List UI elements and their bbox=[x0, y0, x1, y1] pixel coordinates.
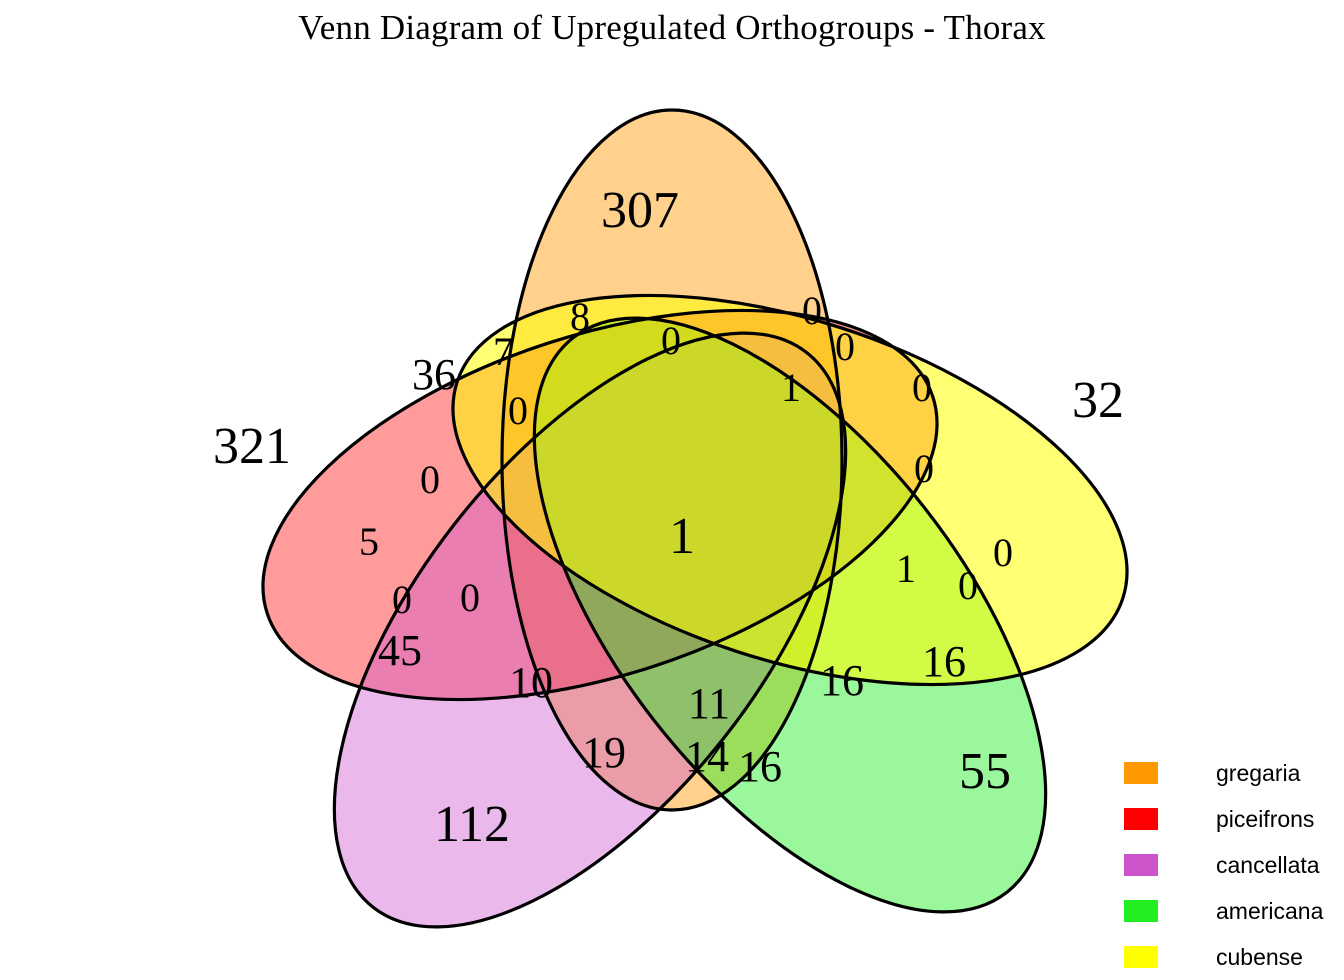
venn-region-count: 0 bbox=[420, 457, 440, 502]
venn-region-count: 0 bbox=[508, 388, 528, 433]
legend-item-gregaria[interactable]: gregaria bbox=[1124, 750, 1344, 796]
venn-region-count: 1 bbox=[669, 508, 695, 565]
venn-region-count: 11 bbox=[688, 679, 730, 728]
page-title: Venn Diagram of Upregulated Orthogroups … bbox=[298, 8, 1046, 47]
venn-region-count: 112 bbox=[434, 796, 510, 853]
venn-region-count: 0 bbox=[460, 575, 480, 620]
legend-item-americana[interactable]: americana bbox=[1124, 888, 1344, 934]
legend-item-cancellata[interactable]: cancellata bbox=[1124, 842, 1344, 888]
venn-region-count: 16 bbox=[922, 637, 966, 686]
venn-region-count: 1 bbox=[781, 365, 801, 410]
legend-label: cubense bbox=[1216, 943, 1303, 970]
venn-diagram-page: Venn Diagram of Upregulated Orthogroups … bbox=[212, 8, 1324, 970]
venn-region-count: 1 bbox=[896, 546, 916, 591]
venn-region-count: 16 bbox=[820, 656, 864, 705]
legend-label: cancellata bbox=[1216, 851, 1320, 878]
legend-item-piceifrons[interactable]: piceifrons bbox=[1124, 796, 1344, 842]
venn-region-count: 0 bbox=[802, 288, 822, 333]
legend-label: gregaria bbox=[1216, 759, 1301, 786]
venn-region-count: 0 bbox=[835, 324, 855, 369]
legend-swatch-cubense bbox=[1124, 946, 1158, 968]
venn-region-count: 45 bbox=[378, 626, 422, 675]
venn-region-count: 5 bbox=[359, 519, 379, 564]
venn-region-count: 36 bbox=[412, 350, 456, 399]
venn-region-count: 0 bbox=[993, 530, 1013, 575]
venn-region-count: 19 bbox=[582, 728, 626, 777]
venn-region-count: 0 bbox=[914, 446, 934, 491]
legend-swatch-gregaria bbox=[1124, 762, 1158, 784]
venn-region-count: 307 bbox=[601, 182, 679, 239]
legend-swatch-piceifrons bbox=[1124, 808, 1158, 830]
legend-item-cubense[interactable]: cubense bbox=[1124, 934, 1344, 980]
venn-region-count: 16 bbox=[738, 742, 782, 791]
legend-swatch-americana bbox=[1124, 900, 1158, 922]
venn-region-count: 321 bbox=[213, 418, 291, 475]
legend-label: americana bbox=[1216, 897, 1324, 924]
venn-region-count: 0 bbox=[958, 563, 978, 608]
venn-region-count: 0 bbox=[661, 318, 681, 363]
legend: gregaria piceifrons cancellata americana cub… bbox=[1124, 750, 1344, 980]
venn-region-count: 0 bbox=[392, 577, 412, 622]
legend-swatch-cancellata bbox=[1124, 854, 1158, 876]
venn-region-count: 14 bbox=[685, 732, 729, 781]
venn-region-count: 7 bbox=[493, 329, 513, 374]
venn-region-count: 8 bbox=[570, 294, 590, 339]
venn-region-count: 32 bbox=[1072, 372, 1124, 429]
venn-region-count: 55 bbox=[959, 743, 1011, 800]
legend-label: piceifrons bbox=[1216, 805, 1315, 832]
venn-region-count: 10 bbox=[509, 658, 553, 707]
venn-region-count: 0 bbox=[912, 365, 932, 410]
